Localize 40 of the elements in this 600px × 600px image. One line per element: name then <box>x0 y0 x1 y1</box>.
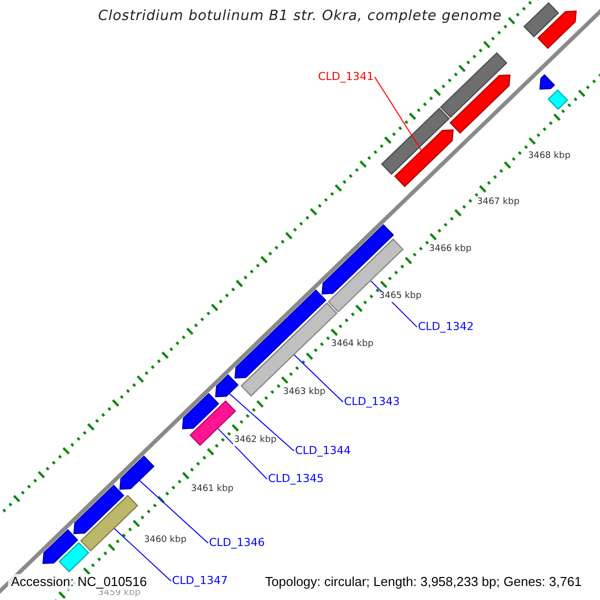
leader-line <box>294 354 344 403</box>
scale-label: 3465 kbp <box>378 292 422 302</box>
gene-label: CLD_1341 <box>318 71 374 84</box>
gene-feature <box>80 494 138 552</box>
scale-label: 3462 kbp <box>233 436 278 446</box>
gene-label: CLD_1344 <box>295 445 351 458</box>
gene-feature <box>119 455 155 490</box>
scale-label: 3464 kbp <box>330 340 374 350</box>
gene-feature <box>394 129 454 188</box>
gene-feature <box>182 392 220 430</box>
gene-feature <box>215 374 239 398</box>
scale-label: 3468 kbp <box>527 152 572 162</box>
map-title: Clostridium botulinum B1 str. Okra, complete genome <box>98 9 502 24</box>
scale-label: 3463 kbp <box>282 388 326 398</box>
scale-label: 3467 kbp <box>476 198 520 208</box>
gene-label: CLD_1346 <box>209 537 265 550</box>
gene-feature <box>548 89 568 110</box>
leader-line <box>218 428 268 480</box>
gene-feature <box>450 74 511 134</box>
gene-feature <box>537 10 577 49</box>
gene-feature <box>539 74 556 90</box>
gene-feature <box>380 108 450 175</box>
gene-feature <box>73 484 124 534</box>
scale-label: 3461 kbp <box>190 485 234 495</box>
scale-label: 3459 kbp <box>97 589 142 599</box>
gene-feature <box>328 238 404 313</box>
gene-label: CLD_1347 <box>172 575 228 588</box>
gene-label: CLD_1345 <box>268 473 324 486</box>
gene-label: CLD_1342 <box>418 321 474 334</box>
leader-line <box>374 76 422 151</box>
gene-feature <box>42 529 78 564</box>
leader-line <box>229 393 294 452</box>
gene-label: CLD_1343 <box>344 396 400 408</box>
scale-label: 3460 kbp <box>143 536 188 546</box>
scale-label: 3466 kbp <box>428 245 472 255</box>
gene-feature <box>440 52 508 118</box>
gene-feature <box>523 2 560 38</box>
leader-line <box>139 480 208 544</box>
gene-feature <box>189 400 236 446</box>
gene-feature <box>234 289 326 379</box>
